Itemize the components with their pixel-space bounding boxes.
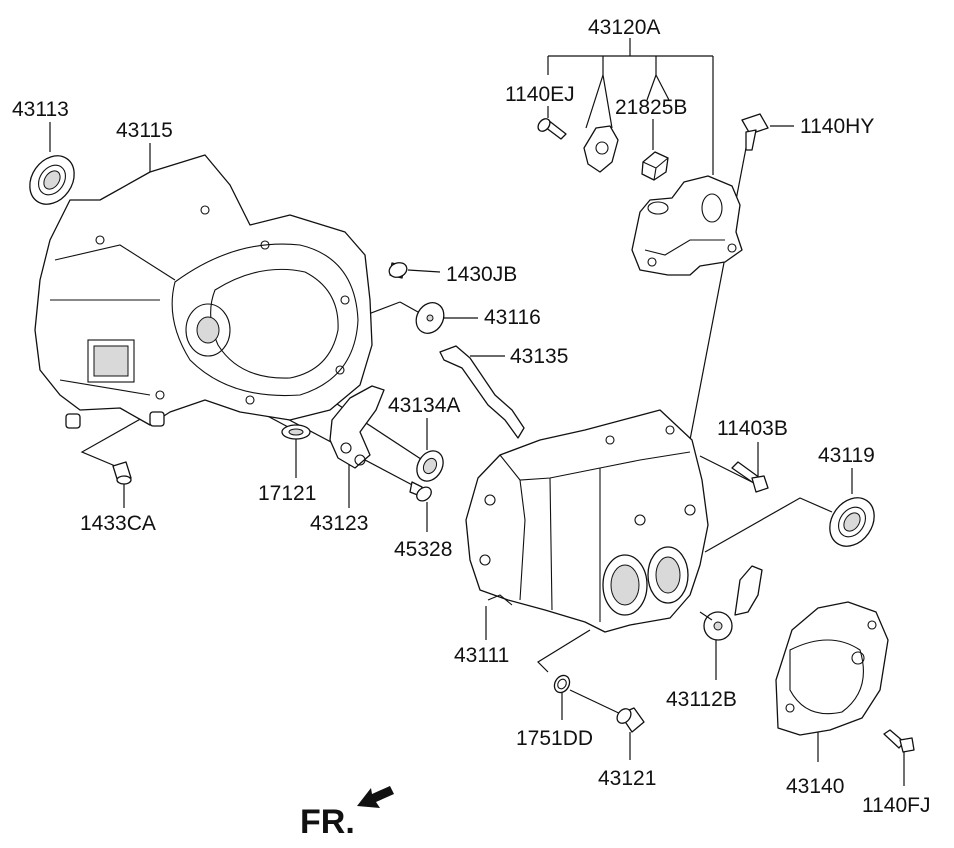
label-43140: 43140 [786, 775, 844, 798]
front-direction-label: FR. [300, 803, 355, 841]
bolt-1140FJ [883, 729, 915, 753]
guide-bracket-43135 [439, 345, 525, 439]
label-21825B: 21825B [615, 96, 687, 119]
case-cover-43140 [775, 601, 889, 736]
oil-seal-43134A [416, 450, 444, 482]
label-43134A: 43134A [388, 394, 460, 417]
bracket-insulator-43120A [583, 125, 619, 173]
label-1140FJ: 1140FJ [862, 794, 931, 817]
label-43135: 43135 [510, 345, 568, 368]
stopper-block-21825B [641, 151, 669, 181]
clutch-housing-43115 [34, 154, 373, 429]
label-45328: 45328 [394, 538, 452, 561]
label-43123: 43123 [310, 512, 368, 535]
drain-plug-43121 [616, 707, 645, 733]
label-43119: 43119 [818, 444, 875, 467]
bearing-retainer-43123 [329, 385, 385, 469]
ring-17121 [281, 424, 311, 440]
bolt-11403B [731, 461, 769, 493]
dowel-pin-1433CA [112, 461, 132, 485]
label-43120A: 43120A [588, 16, 660, 39]
bolt-1140EJ [537, 118, 567, 140]
dowel-pin-1430JB [388, 262, 408, 279]
label-17121: 17121 [258, 482, 316, 505]
bolt-45328 [409, 481, 432, 502]
oil-seal-43119 [829, 497, 875, 547]
bolt-1140HY [741, 113, 769, 151]
gasket-1751DD [553, 674, 571, 694]
leader-lines [49, 38, 905, 786]
label-11403B: 11403B [717, 417, 788, 440]
label-1140EJ: 1140EJ [505, 83, 575, 106]
label-1433CA: 1433CA [80, 512, 156, 535]
label-43121: 43121 [598, 767, 656, 790]
label-43116: 43116 [484, 306, 541, 329]
front-direction-arrow-icon [357, 786, 394, 808]
support-bracket-43120A [631, 175, 743, 276]
label-43111: 43111 [454, 644, 509, 667]
oil-seal-43113 [29, 155, 75, 205]
label-1430JB: 1430JB [446, 263, 517, 286]
transaxle-case-43111 [465, 409, 709, 633]
label-43115: 43115 [116, 119, 173, 142]
label-1140HY: 1140HY [800, 115, 874, 138]
label-43112B: 43112B [666, 688, 737, 711]
cover-plate-43112B [699, 565, 763, 641]
part-labels: 43120A 1140EJ 21825B 1140HY 43113 43115 … [12, 16, 931, 841]
label-43113: 43113 [12, 98, 69, 121]
label-1751DD: 1751DD [516, 727, 593, 750]
plate-43116 [415, 302, 445, 334]
